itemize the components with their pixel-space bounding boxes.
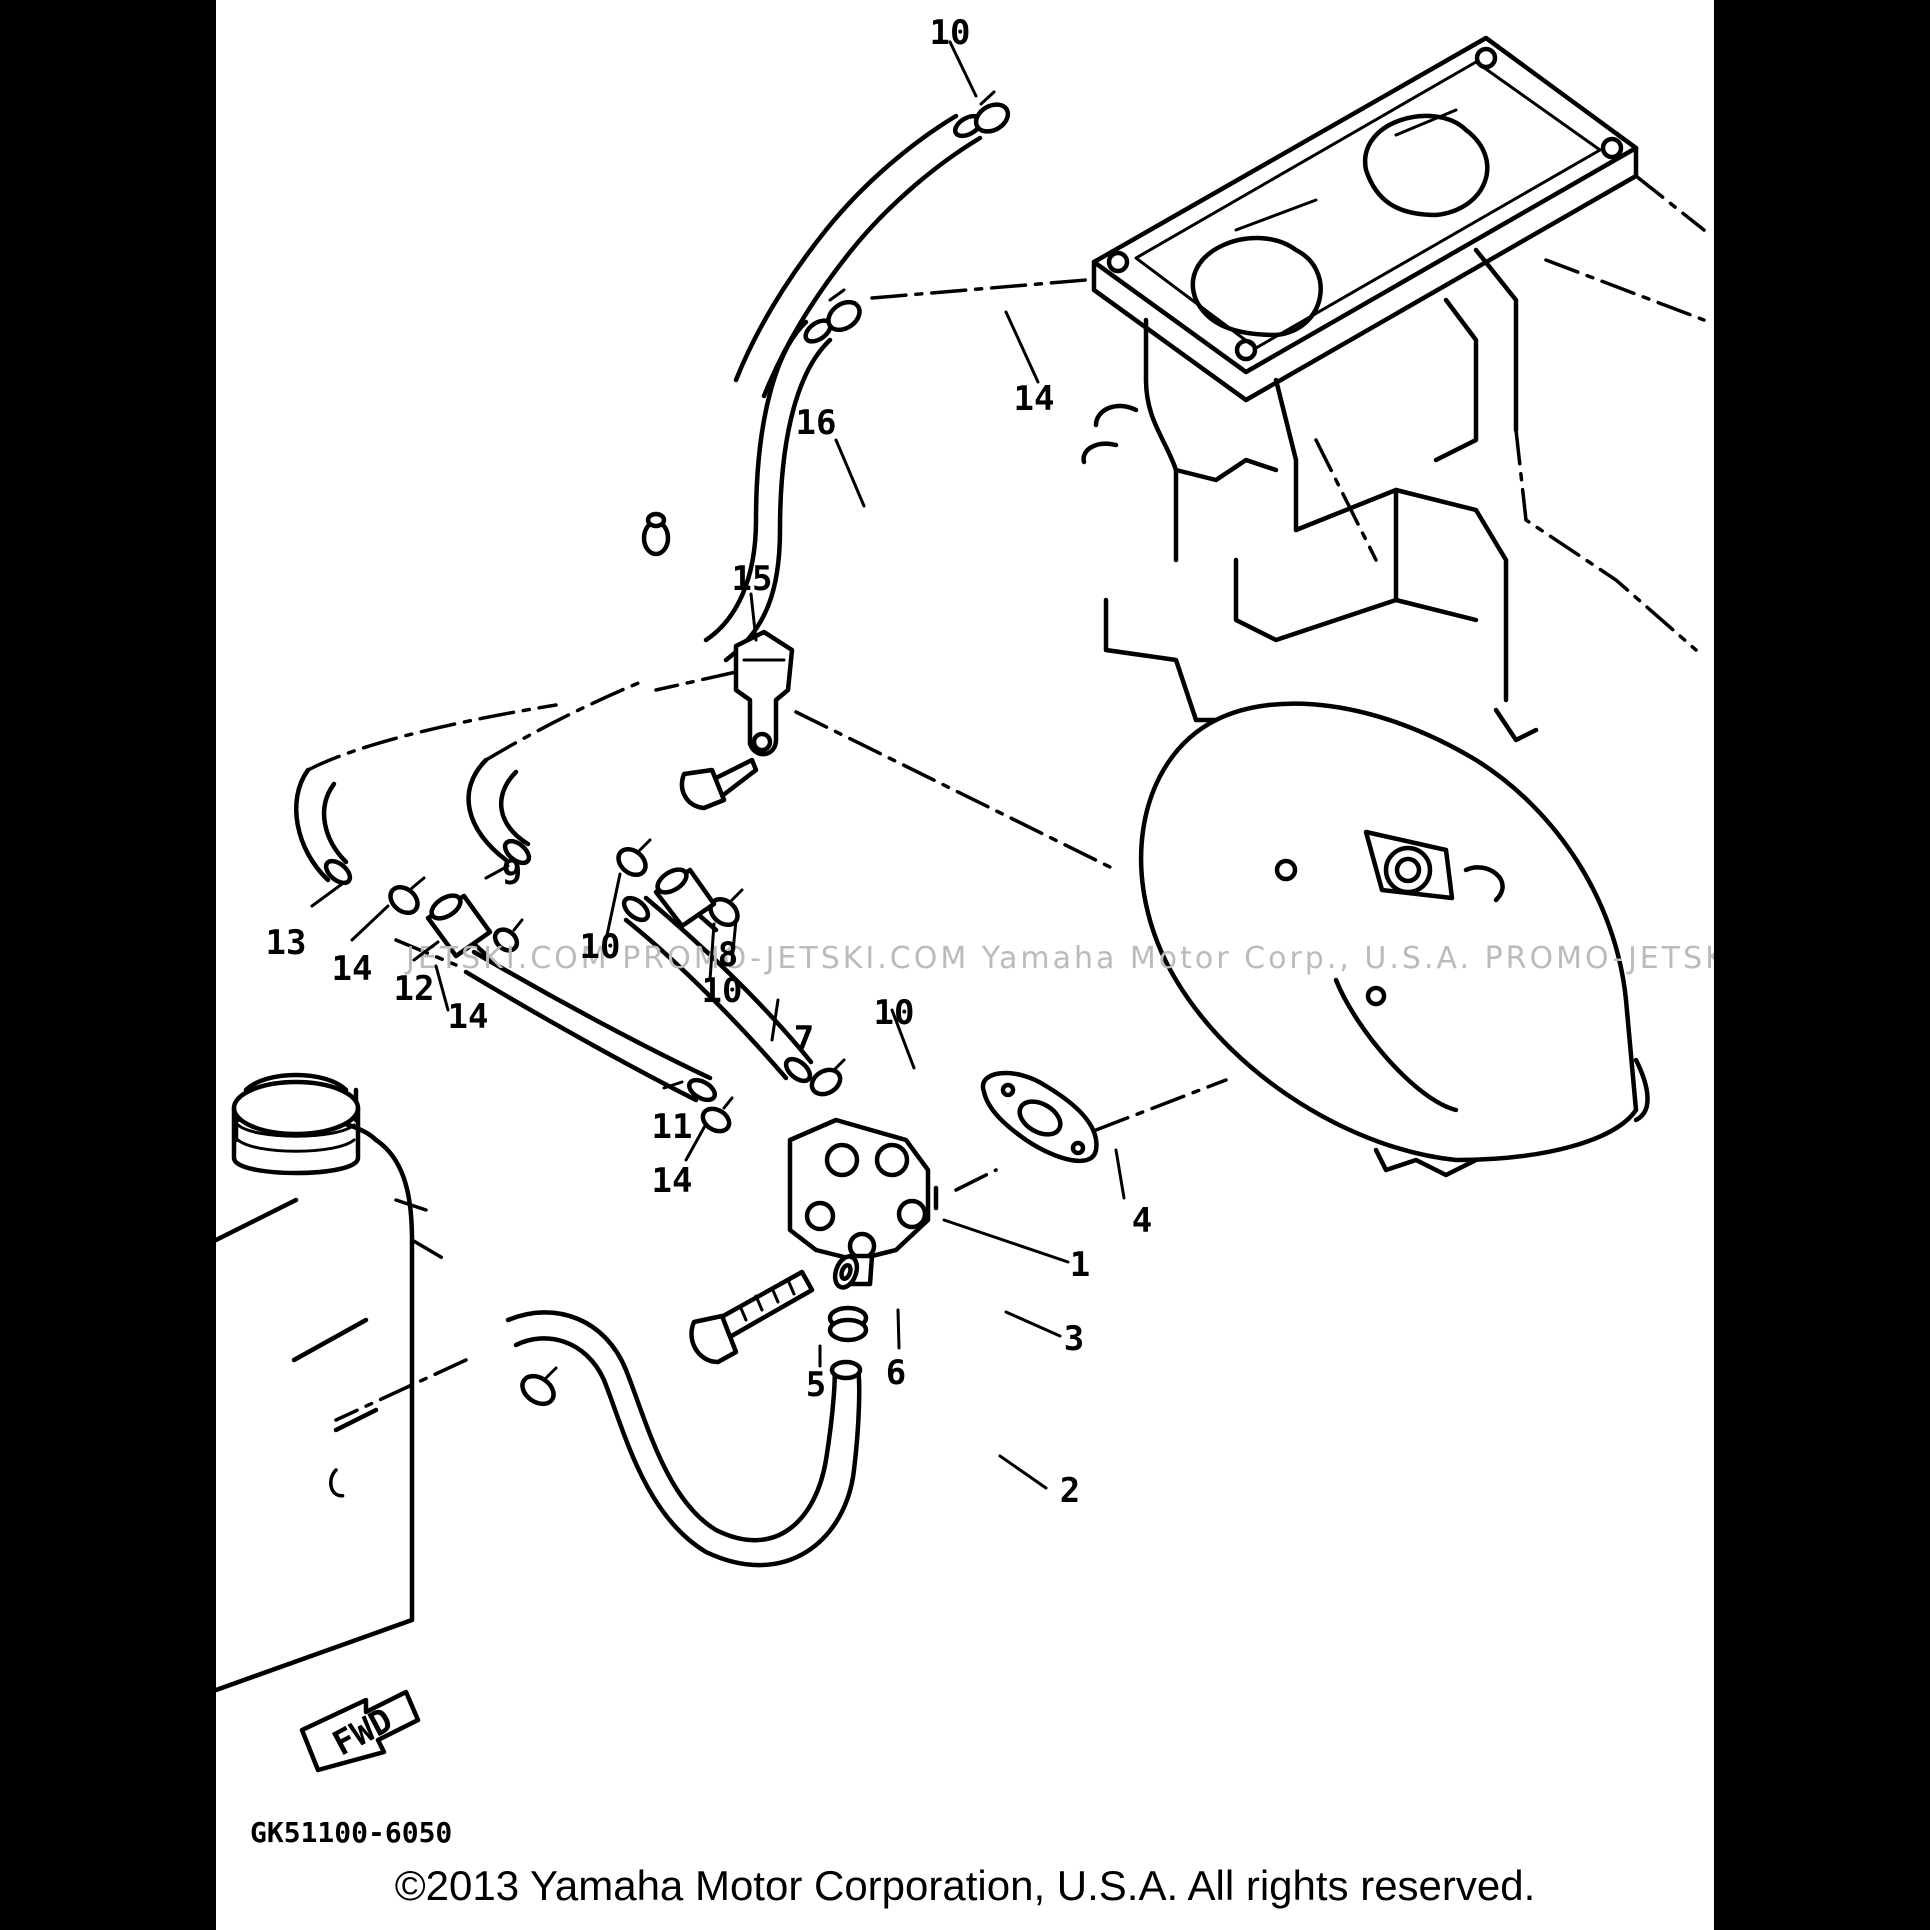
pump-bolt [689,1269,815,1365]
hose-clamp [809,1058,846,1097]
callout-label: 7 [794,1019,814,1059]
hose-clamp [616,838,652,878]
magneto-cover [1139,701,1650,1178]
hose-clamp [520,1366,558,1407]
callout-label: 12 [394,969,435,1009]
hose-2 [334,1310,863,1568]
callout-leaders [310,40,1126,1490]
copyright-notice: ©2013 Yamaha Motor Corporation, U.S.A. A… [394,1862,1536,1909]
hose-bracket [654,629,1118,872]
callout-label: 10 [702,971,743,1011]
oil-tank [216,1072,448,1693]
drawing-code: GK51100-6050 [250,1816,452,1849]
parts-diagram: FWD JETSKI.COM PROMO-JETSKI.COM Yamaha M… [216,13,1714,1849]
diagram-panel: FWD JETSKI.COM PROMO-JETSKI.COM Yamaha M… [216,0,1714,1930]
fwd-arrow: FWD [299,1689,421,1773]
callout-label: 3 [1064,1319,1084,1359]
hose-9 [466,678,648,866]
gasket [954,1070,1228,1192]
callout-label: 11 [652,1107,693,1147]
callout-label: 9 [502,853,522,893]
callout-label: 10 [580,927,621,967]
callout-label: 10 [930,13,971,53]
hose-clamp [700,1096,734,1134]
carburetor-flange [1091,35,1706,403]
callout-label: 14 [332,949,373,989]
hose-10-upper [733,113,984,399]
hose-clamp [492,918,524,953]
callout-label: 10 [874,993,915,1033]
check-valve [425,893,495,963]
callout-label: 14 [652,1161,693,1201]
callout-label: 16 [796,403,837,443]
callout-label: 2 [1060,1471,1080,1511]
check-valve [653,867,719,933]
washer [832,1254,860,1290]
callout-label: 8 [718,935,738,975]
hose-clamp [826,278,1088,333]
hose-13 [294,703,558,886]
hose-clamp [827,1305,869,1343]
watermark: JETSKI.COM PROMO-JETSKI.COM Yamaha Motor… [404,941,1714,976]
hose-clamp [973,90,1011,134]
callout-label: 15 [732,559,773,599]
hose-14-upper [703,318,833,663]
oil-pump [787,1117,939,1287]
callouts: 10 14 16 15 9 13 14 12 14 10 8 10 7 10 1… [266,13,1153,1511]
engine-block [1081,247,1698,723]
callout-label: 5 [806,1365,826,1405]
hose-clamp [641,511,671,557]
bolt [679,757,759,811]
callout-label: 4 [1132,1201,1152,1241]
callout-label: 13 [266,923,307,963]
callout-label: 1 [1070,1245,1090,1285]
callout-label: 6 [886,1353,906,1393]
hose-clamp [388,876,426,916]
hose-7 [621,895,814,1084]
callout-label: 14 [1014,379,1055,419]
callout-label: 14 [448,997,489,1037]
